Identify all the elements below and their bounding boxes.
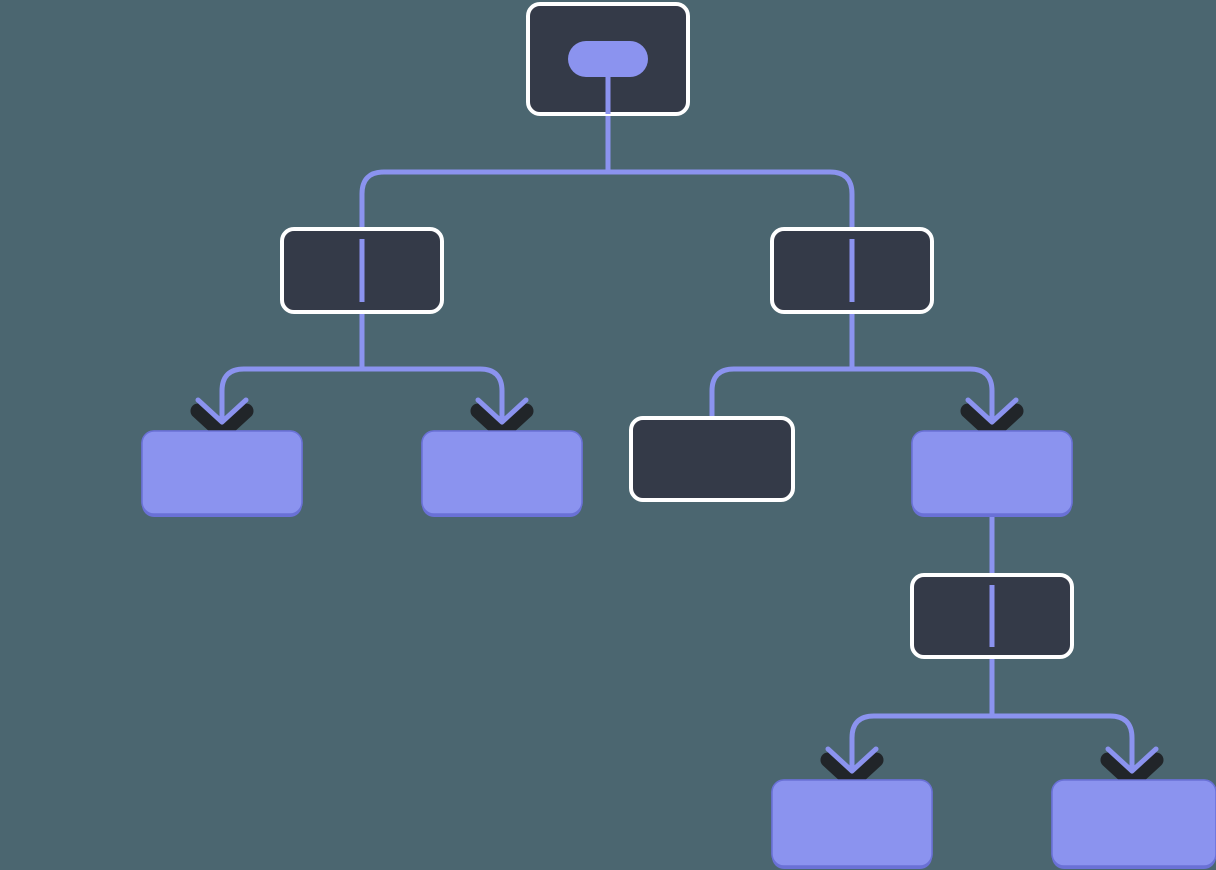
edge-level3-to-leaf-a — [849, 657, 995, 776]
edge-level1-right-to-dark-node — [709, 312, 855, 418]
arrowhead-accent-chevron — [965, 397, 1019, 425]
inner-lines-layer — [359, 239, 995, 647]
edge-root-to-level1-left — [359, 114, 611, 229]
edge-root-to-level1-right — [605, 114, 855, 229]
arrowhead-accent-chevron — [1105, 746, 1159, 774]
arrowhead-accent-chevron — [825, 746, 879, 774]
edge-level1-left-to-leaf-b — [359, 312, 505, 427]
arrowhead-accent-chevron — [195, 397, 249, 425]
edge-level3-to-leaf-b — [989, 657, 1135, 776]
level2-dark-node-shape — [629, 416, 795, 502]
level2-purple-branch-node-front-face[interactable] — [911, 430, 1073, 515]
level4-leaf-b-front-face[interactable] — [1051, 779, 1216, 867]
edges-layer — [219, 114, 1135, 776]
edge-level1-left-to-leaf-a — [219, 312, 365, 427]
pills-layer — [568, 41, 648, 114]
level2-dark-node[interactable] — [629, 416, 795, 502]
level4-leaf-a-front-face[interactable] — [771, 779, 933, 867]
edge-level1-right-to-purple-branch — [849, 312, 995, 427]
level2-leaf-a-front-face[interactable] — [141, 430, 303, 515]
level2-leaf-b-front-face[interactable] — [421, 430, 583, 515]
arrowhead-accent-chevron — [475, 397, 529, 425]
